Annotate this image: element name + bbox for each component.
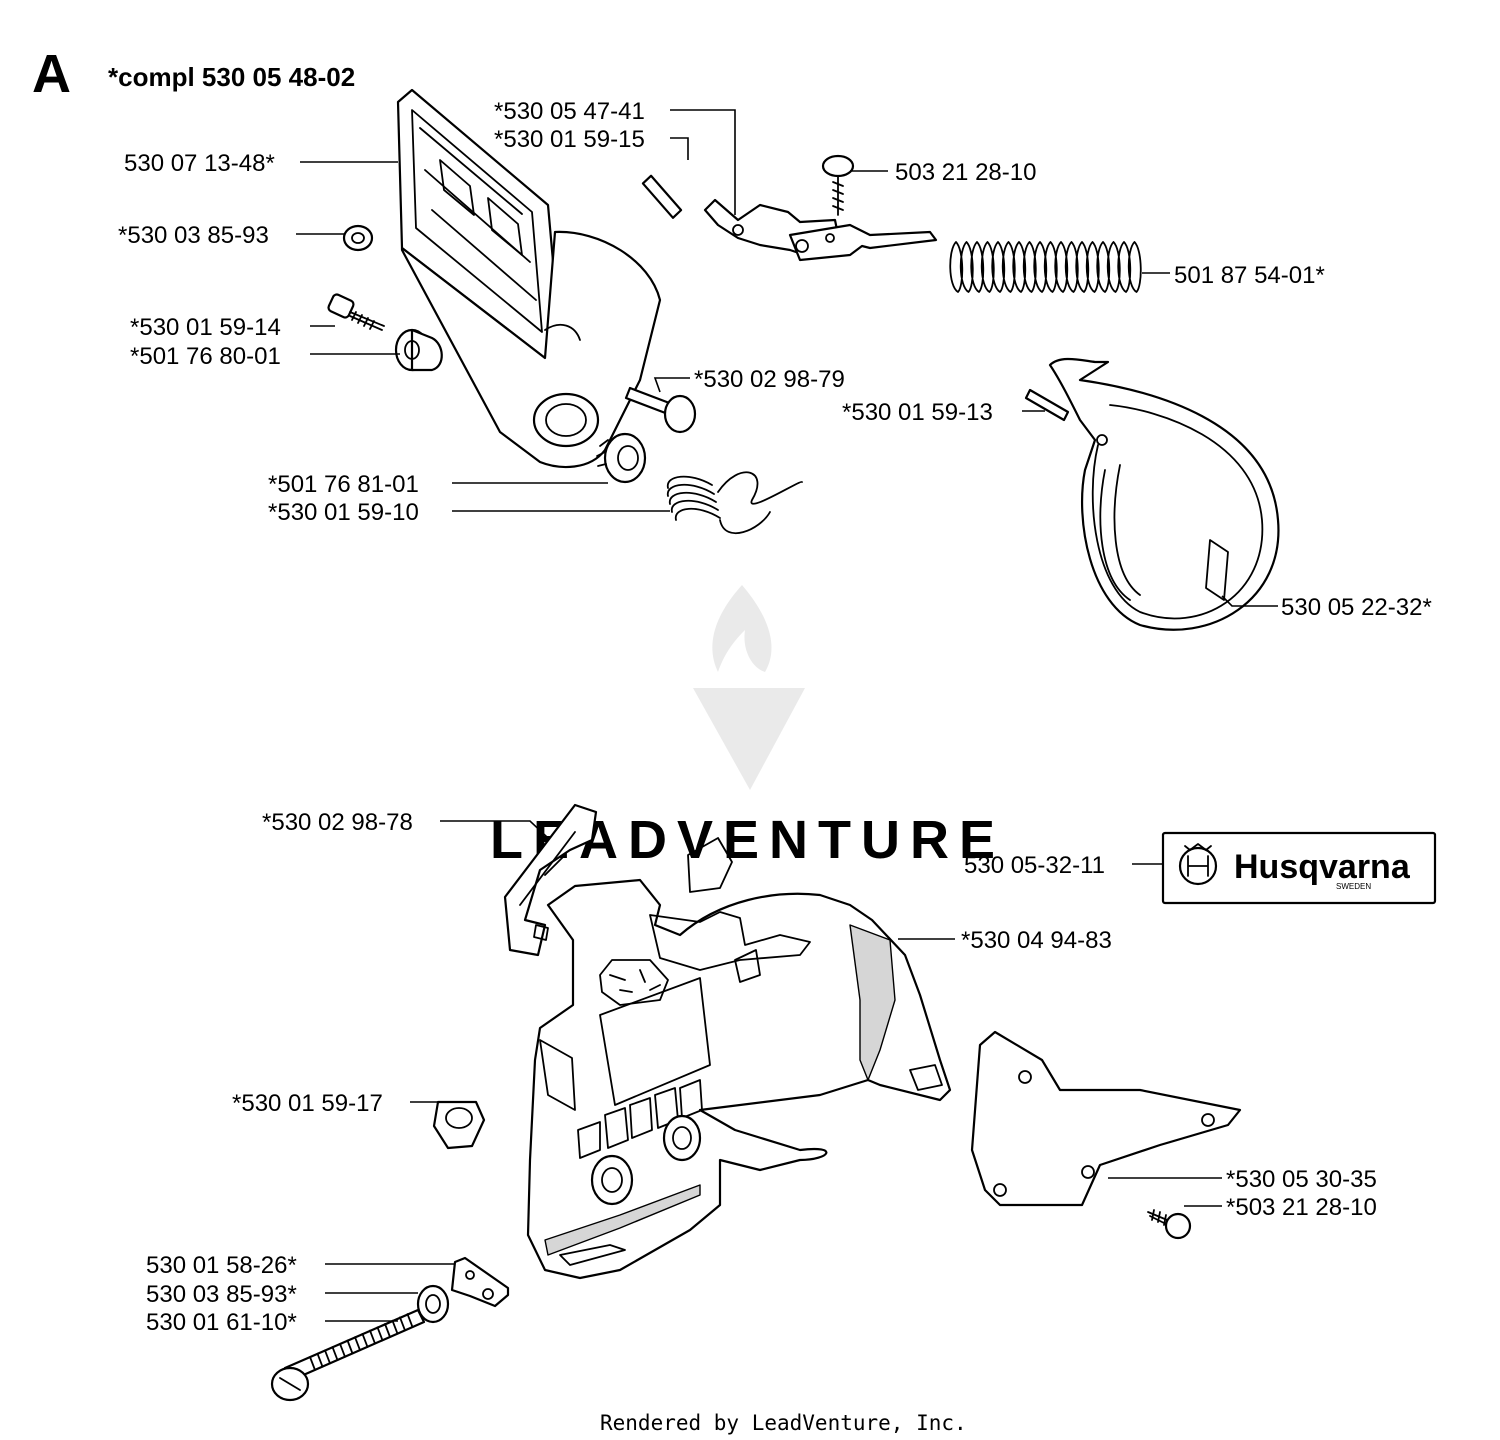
callout-label: *503 21 28-10	[1226, 1194, 1377, 1221]
pin-530-01-59-13	[1024, 388, 1070, 422]
brake-link-530-05-47-41	[703, 198, 938, 262]
callout-label: *530 05 47-41	[494, 98, 645, 125]
v-watermark-icon	[693, 688, 805, 790]
chain-catcher-530-02-98-78	[503, 803, 598, 957]
clutch-cover-530-04-94-83	[526, 837, 952, 1280]
callout-label: *530 03 85-93	[118, 222, 269, 249]
pin-530-01-59-15	[641, 174, 683, 219]
callout-label: 530 03 85-93*	[146, 1281, 297, 1308]
callout-label: *530 01 59-15	[494, 126, 645, 153]
callout-label: *530 01 59-10	[268, 499, 419, 526]
brand-name: Husqvarna	[1234, 848, 1411, 886]
screw-530-01-59-14	[327, 293, 385, 331]
nut-530-01-59-17	[432, 1100, 486, 1150]
husqvarna-crown-icon	[1178, 843, 1218, 886]
callout-label: *530 02 98-78	[262, 809, 413, 836]
callout-label: *530 01 59-13	[842, 399, 993, 426]
small-washer-upper	[342, 224, 374, 252]
bushing-501-76-81-01	[596, 432, 647, 484]
washer-530-03-85-93-lower	[416, 1284, 450, 1324]
section-letter: A	[32, 44, 71, 104]
tension-block-530-01-58-26	[450, 1256, 510, 1308]
footer-text: Rendered by LeadVenture, Inc.	[600, 1411, 967, 1435]
leader-lines	[296, 109, 1278, 1322]
brake-band-530-05-22-32	[1048, 357, 1280, 631]
compression-spring-501-87-54-01	[949, 241, 1142, 293]
screw-503-21-28-10-upper	[821, 154, 855, 216]
torsion-spring-530-01-59-10	[667, 471, 803, 535]
callout-label: *530 01 59-14	[130, 314, 281, 341]
callout-label: 503 21 28-10	[895, 159, 1036, 186]
callout-label: *530 02 98-79	[694, 366, 845, 393]
callout-label: *501 76 81-01	[268, 471, 419, 498]
callout-label: *501 76 80-01	[130, 343, 281, 370]
callout-label: 530 05 22-32*	[1281, 594, 1432, 621]
callout-label: *530 01 59-17	[232, 1090, 383, 1117]
callout-label: 530 07 13-48*	[124, 150, 275, 177]
plate-530-05-30-35	[970, 1030, 1242, 1207]
callout-labels: *530 05 47-41 *530 01 59-15 530 07 13-48…	[118, 98, 1432, 1336]
callout-label: *530 05 30-35	[1226, 1166, 1377, 1193]
callout-label: 530 05-32-11	[964, 852, 1105, 879]
screw-503-21-28-10-lower	[1147, 1209, 1192, 1240]
husqvarna-decal-530-05-32-11: Husqvarna SWEDEN	[1161, 831, 1437, 905]
callout-label: 530 01 58-26*	[146, 1252, 297, 1279]
callout-label: *530 04 94-83	[961, 927, 1112, 954]
adjust-screw-530-01-61-10	[270, 1308, 426, 1402]
callout-label: 530 01 61-10*	[146, 1309, 297, 1336]
flame-watermark-icon	[712, 585, 772, 672]
assembly-title: *compl 530 05 48-02	[108, 62, 355, 92]
callout-label: 501 87 54-01*	[1174, 262, 1325, 289]
chain-brake-lever	[396, 88, 662, 468]
bushing-501-76-80-01	[394, 328, 443, 372]
brand-subtext: SWEDEN	[1336, 882, 1371, 891]
bolt-530-02-98-79	[624, 386, 697, 434]
